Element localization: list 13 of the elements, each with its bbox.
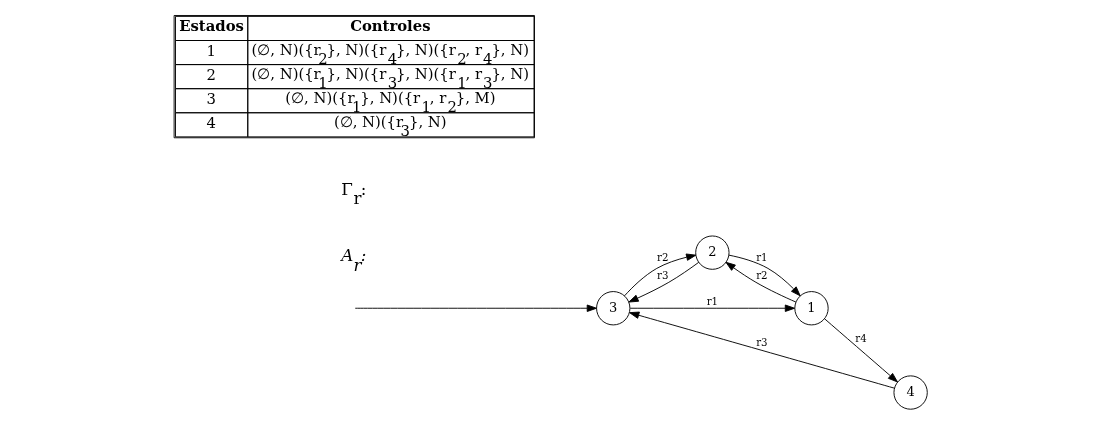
label: 1 [206,42,216,60]
label: Controles [350,17,431,35]
edge-label: r1 [706,296,719,308]
edge-label: r4 [855,333,867,345]
label: 2 [206,66,216,84]
edge-label: r2 [756,270,768,282]
label: 4 [206,114,216,132]
edge-label: r3 [756,337,768,349]
edge-label: r1 [756,251,768,263]
label: Estados [179,17,244,35]
edge-label: r2 [657,251,669,263]
label: 3 [206,90,216,108]
edge-label: r3 [657,270,669,282]
